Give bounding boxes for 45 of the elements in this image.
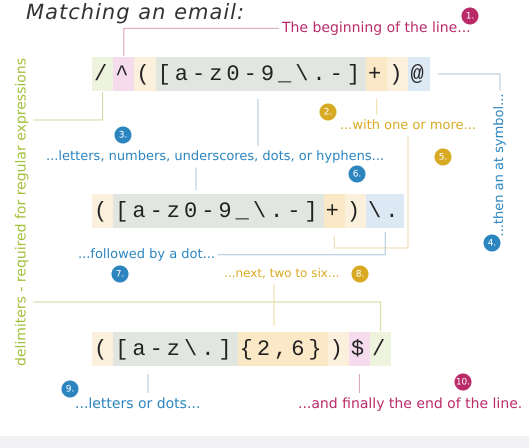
leader-line bbox=[437, 74, 500, 91]
step-number-badge: 7. bbox=[112, 266, 128, 282]
regex-token: [a-z0-9_\.-] bbox=[156, 57, 366, 91]
leader-line bbox=[376, 98, 378, 116]
step-number-badge: 8. bbox=[352, 266, 368, 282]
annotation-text: ...letters, numbers, underscores, dots, or hyphens... bbox=[46, 149, 384, 165]
regex-token: \. bbox=[366, 194, 404, 228]
step-number-badge: 10. bbox=[454, 374, 472, 390]
regex-token: {2,6} bbox=[238, 332, 328, 366]
regex-token: + bbox=[366, 57, 388, 91]
regex-token: @ bbox=[408, 57, 430, 91]
regex-token: ) bbox=[387, 57, 408, 91]
annotation-text: ...letters or dots... bbox=[75, 396, 200, 413]
regex-token: ) bbox=[344, 194, 366, 228]
regex-token: ( bbox=[92, 194, 114, 228]
step-number-badge: 5. bbox=[434, 148, 452, 166]
step-number-badge: 6. bbox=[348, 166, 366, 182]
regex-token: ) bbox=[328, 332, 349, 366]
regex-token: / bbox=[92, 57, 114, 91]
leader-line bbox=[32, 302, 382, 332]
leader-line bbox=[218, 232, 386, 256]
regex-token: [a-z\.] bbox=[113, 332, 238, 366]
regex-token: ( bbox=[92, 332, 114, 366]
regex-token: + bbox=[324, 194, 345, 228]
step-number-badge: 9. bbox=[62, 380, 78, 398]
leader-line bbox=[123, 28, 280, 56]
annotation-text: ...next, two to six... bbox=[224, 266, 340, 280]
annotation-text: ...then an at symbol... bbox=[492, 94, 508, 236]
annotation-text: ...and finally the end of the line. bbox=[298, 396, 522, 413]
leader-line bbox=[32, 92, 104, 120]
step-number-badge: 1. bbox=[462, 8, 478, 24]
diagram-title: Matching an email: bbox=[26, 0, 246, 24]
step-number-badge: 4. bbox=[484, 234, 500, 252]
annotation-text: delimiters - required for regular expressions bbox=[14, 58, 30, 366]
regex-token: $ bbox=[348, 332, 370, 366]
regex-token: ^ bbox=[113, 57, 134, 91]
step-number-badge: 2. bbox=[320, 104, 336, 120]
annotation-text: ...followed by a dot... bbox=[78, 247, 215, 263]
regex-token: ( bbox=[134, 57, 156, 91]
regex-token: [a-z0-9_\.-] bbox=[113, 194, 324, 228]
step-number-badge: 3. bbox=[114, 126, 132, 144]
leader-line bbox=[358, 374, 360, 394]
annotation-text: ...with one or more... bbox=[340, 118, 476, 134]
regex-token: / bbox=[370, 332, 392, 366]
leader-line bbox=[334, 136, 408, 248]
